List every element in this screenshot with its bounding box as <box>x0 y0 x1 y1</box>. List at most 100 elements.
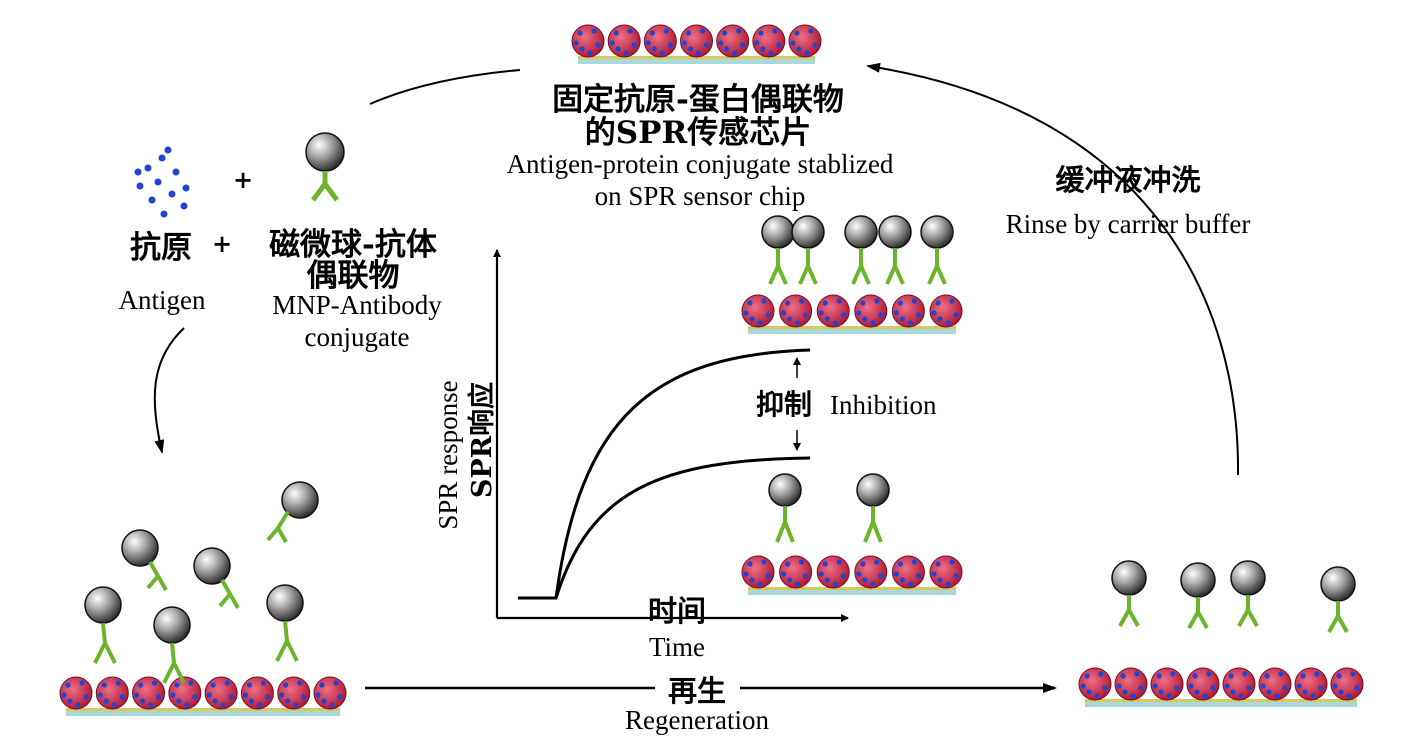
regen-label-background <box>655 672 740 706</box>
antibody-arm <box>275 640 289 662</box>
antigen-dot <box>333 680 339 686</box>
magnetic-bead <box>121 529 159 567</box>
antigen-dot <box>794 30 800 36</box>
antigen-dot <box>860 300 866 306</box>
antigen-dot <box>154 178 162 186</box>
antigen-dot <box>1264 673 1270 679</box>
antigen-dot <box>168 190 176 198</box>
antigen-dot <box>1318 685 1324 691</box>
antibody-arm <box>1237 609 1250 627</box>
antibody-arm <box>156 575 168 591</box>
antigen-down-arrow <box>153 327 185 454</box>
antigen-dot <box>736 28 742 34</box>
antigen-dot <box>1278 671 1284 677</box>
antigen-dot <box>1202 693 1208 699</box>
antigen-dot <box>1346 693 1352 699</box>
antigen-dot <box>148 196 156 204</box>
regen-label-zh: 再生 <box>668 674 726 708</box>
antigen-dot <box>856 310 862 316</box>
antigen-dot <box>874 298 880 304</box>
antigen-dot <box>803 573 809 579</box>
antigen-dot <box>180 202 188 210</box>
antigen-dot <box>297 680 303 686</box>
antigen-dot <box>1120 673 1126 679</box>
antigen-dot <box>681 40 688 46</box>
mnp-label-zh-1: 磁微球-抗体 <box>269 227 437 263</box>
antibody-arm <box>1327 615 1340 633</box>
top-chip-label-en-1: Antigen-protein conjugate stablized <box>507 149 894 179</box>
antibody-arm <box>276 527 288 543</box>
antibody-stem <box>170 642 176 664</box>
antigen-dot <box>899 577 906 583</box>
antigen-dot <box>799 298 805 304</box>
antibody-stem <box>283 620 289 642</box>
antibody-arm <box>851 265 863 285</box>
antigen-dot <box>212 698 218 704</box>
antigen-dot <box>613 30 619 36</box>
antigen-dot <box>818 571 824 577</box>
mnp-label-en-2: conjugate <box>305 322 410 352</box>
chip-gold-film <box>748 587 956 590</box>
antigen-dot <box>685 30 692 36</box>
antibody-arm <box>1127 609 1140 627</box>
antigen-dot <box>953 573 959 579</box>
antigen-dot <box>832 320 838 326</box>
antigen-dot <box>176 698 182 704</box>
magnetic-bead <box>84 586 122 624</box>
antigen-dot <box>1246 685 1252 691</box>
antigen-dot <box>915 312 922 318</box>
antigen-dot <box>111 702 117 708</box>
antigen-dot <box>935 300 941 306</box>
antigen-dot <box>893 310 900 316</box>
magnetic-bead <box>305 132 345 172</box>
antigen-dot <box>824 316 830 322</box>
antigen-dot <box>949 298 955 304</box>
antigen-dot <box>732 50 738 56</box>
antigen-dot <box>1138 685 1144 691</box>
antigen-dot <box>160 210 168 218</box>
antibody-arm <box>1118 609 1131 627</box>
antigen-dot <box>103 698 109 704</box>
antibody-arm <box>93 642 107 664</box>
antigen-dot <box>192 694 198 700</box>
antigen-dot <box>182 184 190 192</box>
antigen-dot <box>722 30 728 36</box>
antigen-dot <box>796 46 802 52</box>
antigen-dot <box>699 28 706 34</box>
antigen-dot <box>931 310 937 316</box>
antigen-dot <box>337 694 343 700</box>
antigen-dot <box>65 682 71 688</box>
antigen-dot <box>945 320 951 326</box>
antigen-dot <box>703 42 710 48</box>
antigen-dot <box>1122 689 1128 695</box>
antigen-dot <box>206 692 212 698</box>
antibody-stem <box>101 622 107 644</box>
sensor-chip-bound <box>59 676 347 716</box>
antigen-dot <box>1224 683 1230 689</box>
antigen-dot <box>663 28 669 34</box>
antigen-dot <box>155 694 162 700</box>
antigen-dot <box>724 46 730 52</box>
antibody-arm <box>776 265 788 285</box>
chip-gold-film <box>66 708 340 711</box>
antibody-arm <box>228 593 240 609</box>
antigen-dot <box>899 316 906 322</box>
antigen-dot <box>136 182 144 190</box>
antigen-dot <box>210 682 216 688</box>
antigen-dot <box>283 682 289 688</box>
antigen-dot <box>1158 689 1164 695</box>
antigen-dot <box>749 316 755 322</box>
antigen-dot <box>1336 673 1342 679</box>
antigen-dot <box>246 682 253 688</box>
antigen-dot <box>174 682 180 688</box>
antigen-dot <box>649 30 655 36</box>
magnetic-bead <box>1111 560 1147 596</box>
rinse-label-en: Rinse by carrier buffer <box>1006 209 1251 239</box>
chip-substrate <box>748 590 956 595</box>
antigen-dot <box>279 692 285 698</box>
free-antigen-dots <box>134 146 190 218</box>
antigen-dot <box>795 581 801 587</box>
antigen-dot <box>1338 689 1344 695</box>
antibody-arm <box>863 521 875 543</box>
magnetic-bead <box>878 215 912 249</box>
